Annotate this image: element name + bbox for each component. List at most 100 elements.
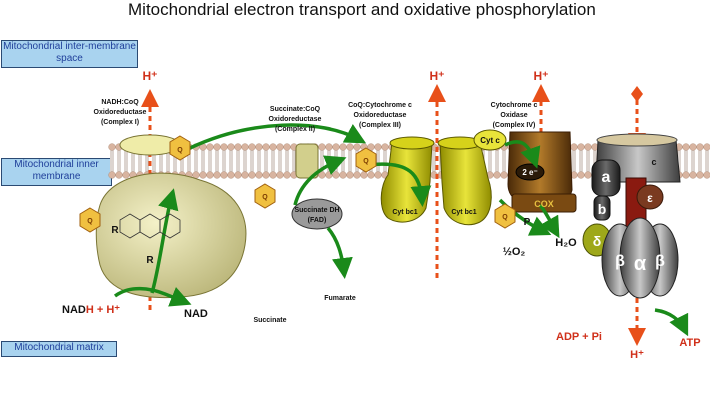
lipid-tail (194, 150, 198, 172)
lipid-head-inner (584, 171, 592, 179)
subunit-epsilon-body (636, 184, 664, 210)
cyt-bc1-right-label: Cyt bc1 (451, 209, 476, 216)
subunit-alpha-label: α (634, 253, 647, 275)
c-ring-top (596, 133, 678, 147)
lipid-head-inner (703, 171, 710, 179)
lipid-head-outer (206, 143, 214, 151)
succinate-label: Succinate (253, 317, 286, 324)
lipid-head-outer (269, 143, 277, 151)
succinate-to-fumarate-arrow (326, 226, 353, 279)
complex4-label-line3: (Complex IV) (493, 122, 536, 129)
complex-1-body (95, 172, 247, 299)
lipid-head-outer (346, 143, 354, 151)
lipid-head-outer (703, 143, 710, 151)
lipid-tail (117, 150, 121, 172)
complex3-label-line3: (Complex III) (359, 122, 401, 129)
lipid-head-inner (255, 171, 263, 179)
lipid-tail (229, 150, 233, 172)
complex3-internal-arrow (367, 162, 432, 207)
lipid-head-outer (577, 143, 585, 151)
lipid-head-outer (227, 143, 235, 151)
lipid-head-outer (332, 143, 340, 151)
nadh-to-q-arrow (150, 188, 179, 294)
lipid-tail (502, 150, 506, 172)
lipid-tail (348, 150, 352, 172)
lipid-head-inner (122, 171, 130, 179)
region-label-inner-membrane-line1: Mitochondrial inner (14, 159, 99, 170)
lipid-head-outer (339, 143, 347, 151)
lipid-tail (278, 150, 282, 172)
succinate-dh-label: Succinate DH (294, 207, 339, 214)
lipid-head-outer (696, 143, 704, 151)
proton-diamond-icon (631, 86, 643, 102)
coq-hexagon-complex3 (355, 147, 377, 173)
cytochrome-c (473, 129, 507, 151)
nadh-label-h: H + H⁺ (86, 304, 120, 316)
lipid-tail (264, 150, 268, 172)
lipid-head-inner (689, 171, 697, 179)
lipid-head-inner (276, 171, 284, 179)
lipid-head-inner (213, 171, 221, 179)
q-letter-complex1: Q (177, 147, 183, 154)
lipid-head-outer (255, 143, 263, 151)
r-letter-flavin: R (111, 225, 119, 236)
subunit-beta-left-label: β (615, 253, 625, 270)
lipid-tail (705, 150, 709, 172)
lipid-tail (110, 150, 114, 172)
lipid-tail (432, 150, 436, 172)
lipid-tail (222, 150, 226, 172)
lipid-tail (243, 150, 247, 172)
lipid-head-outer (276, 143, 284, 151)
lipid-head-inner (332, 171, 340, 179)
subunit-a-label: a (602, 169, 611, 186)
subunit-b-label: b (598, 201, 607, 217)
lipid-head-outer (367, 143, 375, 151)
lipid-tail (691, 150, 695, 172)
complex1-label-line3: (Complex I) (101, 119, 139, 126)
complex3-label-line1: CoQ:Cytochrome c (348, 102, 412, 109)
lipid-head-inner (241, 171, 249, 179)
complex4-label-line2: Oxidase (500, 112, 527, 119)
atp-label: ATP (679, 337, 700, 349)
proton-label-complex3: H⁺ (430, 69, 445, 83)
lipid-head-inner (339, 171, 347, 179)
q-pool-arrow (189, 123, 367, 150)
lipid-head-inner (269, 171, 277, 179)
diagram-title: Mitochondrial electron transport and oxi… (128, 0, 596, 19)
coq-hexagon-complex1-structure (79, 207, 101, 233)
lipid-head-outer (689, 143, 697, 151)
atp-synthase (582, 133, 681, 299)
lipid-tail (208, 150, 212, 172)
lipid-head-inner (325, 171, 333, 179)
lipid-head-outer (262, 143, 270, 151)
cyt-c-label: Cyt c (480, 136, 500, 145)
coq-hexagon-complex3-right (494, 203, 516, 229)
water-label: H₂O (555, 237, 577, 249)
lipid-head-inner (206, 171, 214, 179)
lipid-tail (236, 150, 240, 172)
complex2-label-line3: (Complex II) (275, 126, 315, 133)
cyt-bc1-left-label: Cyt bc1 (392, 209, 417, 216)
q-letter-complex3: Q (363, 158, 369, 165)
lipid-tail (586, 150, 590, 172)
region-label-inner-membrane-line2: membrane (32, 171, 81, 182)
subunit-delta-label: δ (593, 233, 602, 249)
coq-hexagon-complex2 (254, 183, 276, 209)
lipid-head-inner (199, 171, 207, 179)
lipid-tail (271, 150, 275, 172)
lipid-head-inner (234, 171, 242, 179)
complex2-label-line2: Oxidoreductase (269, 116, 322, 123)
subunit-beta-right-label: β (655, 253, 665, 270)
lipid-head-inner (696, 171, 704, 179)
lipid-tail (201, 150, 205, 172)
lipid-head-inner (115, 171, 123, 179)
lipid-tail (285, 150, 289, 172)
region-label-intermembrane-line1: Mitochondrial inter-membrane (3, 41, 136, 52)
oxygen-label: ½O₂ (503, 246, 526, 258)
nadh-to-nad-arrow (113, 286, 192, 307)
lipid-head-outer (584, 143, 592, 151)
lipid-head-inner (360, 171, 368, 179)
lipid-tail (495, 150, 499, 172)
lipid-tail (383, 150, 387, 172)
